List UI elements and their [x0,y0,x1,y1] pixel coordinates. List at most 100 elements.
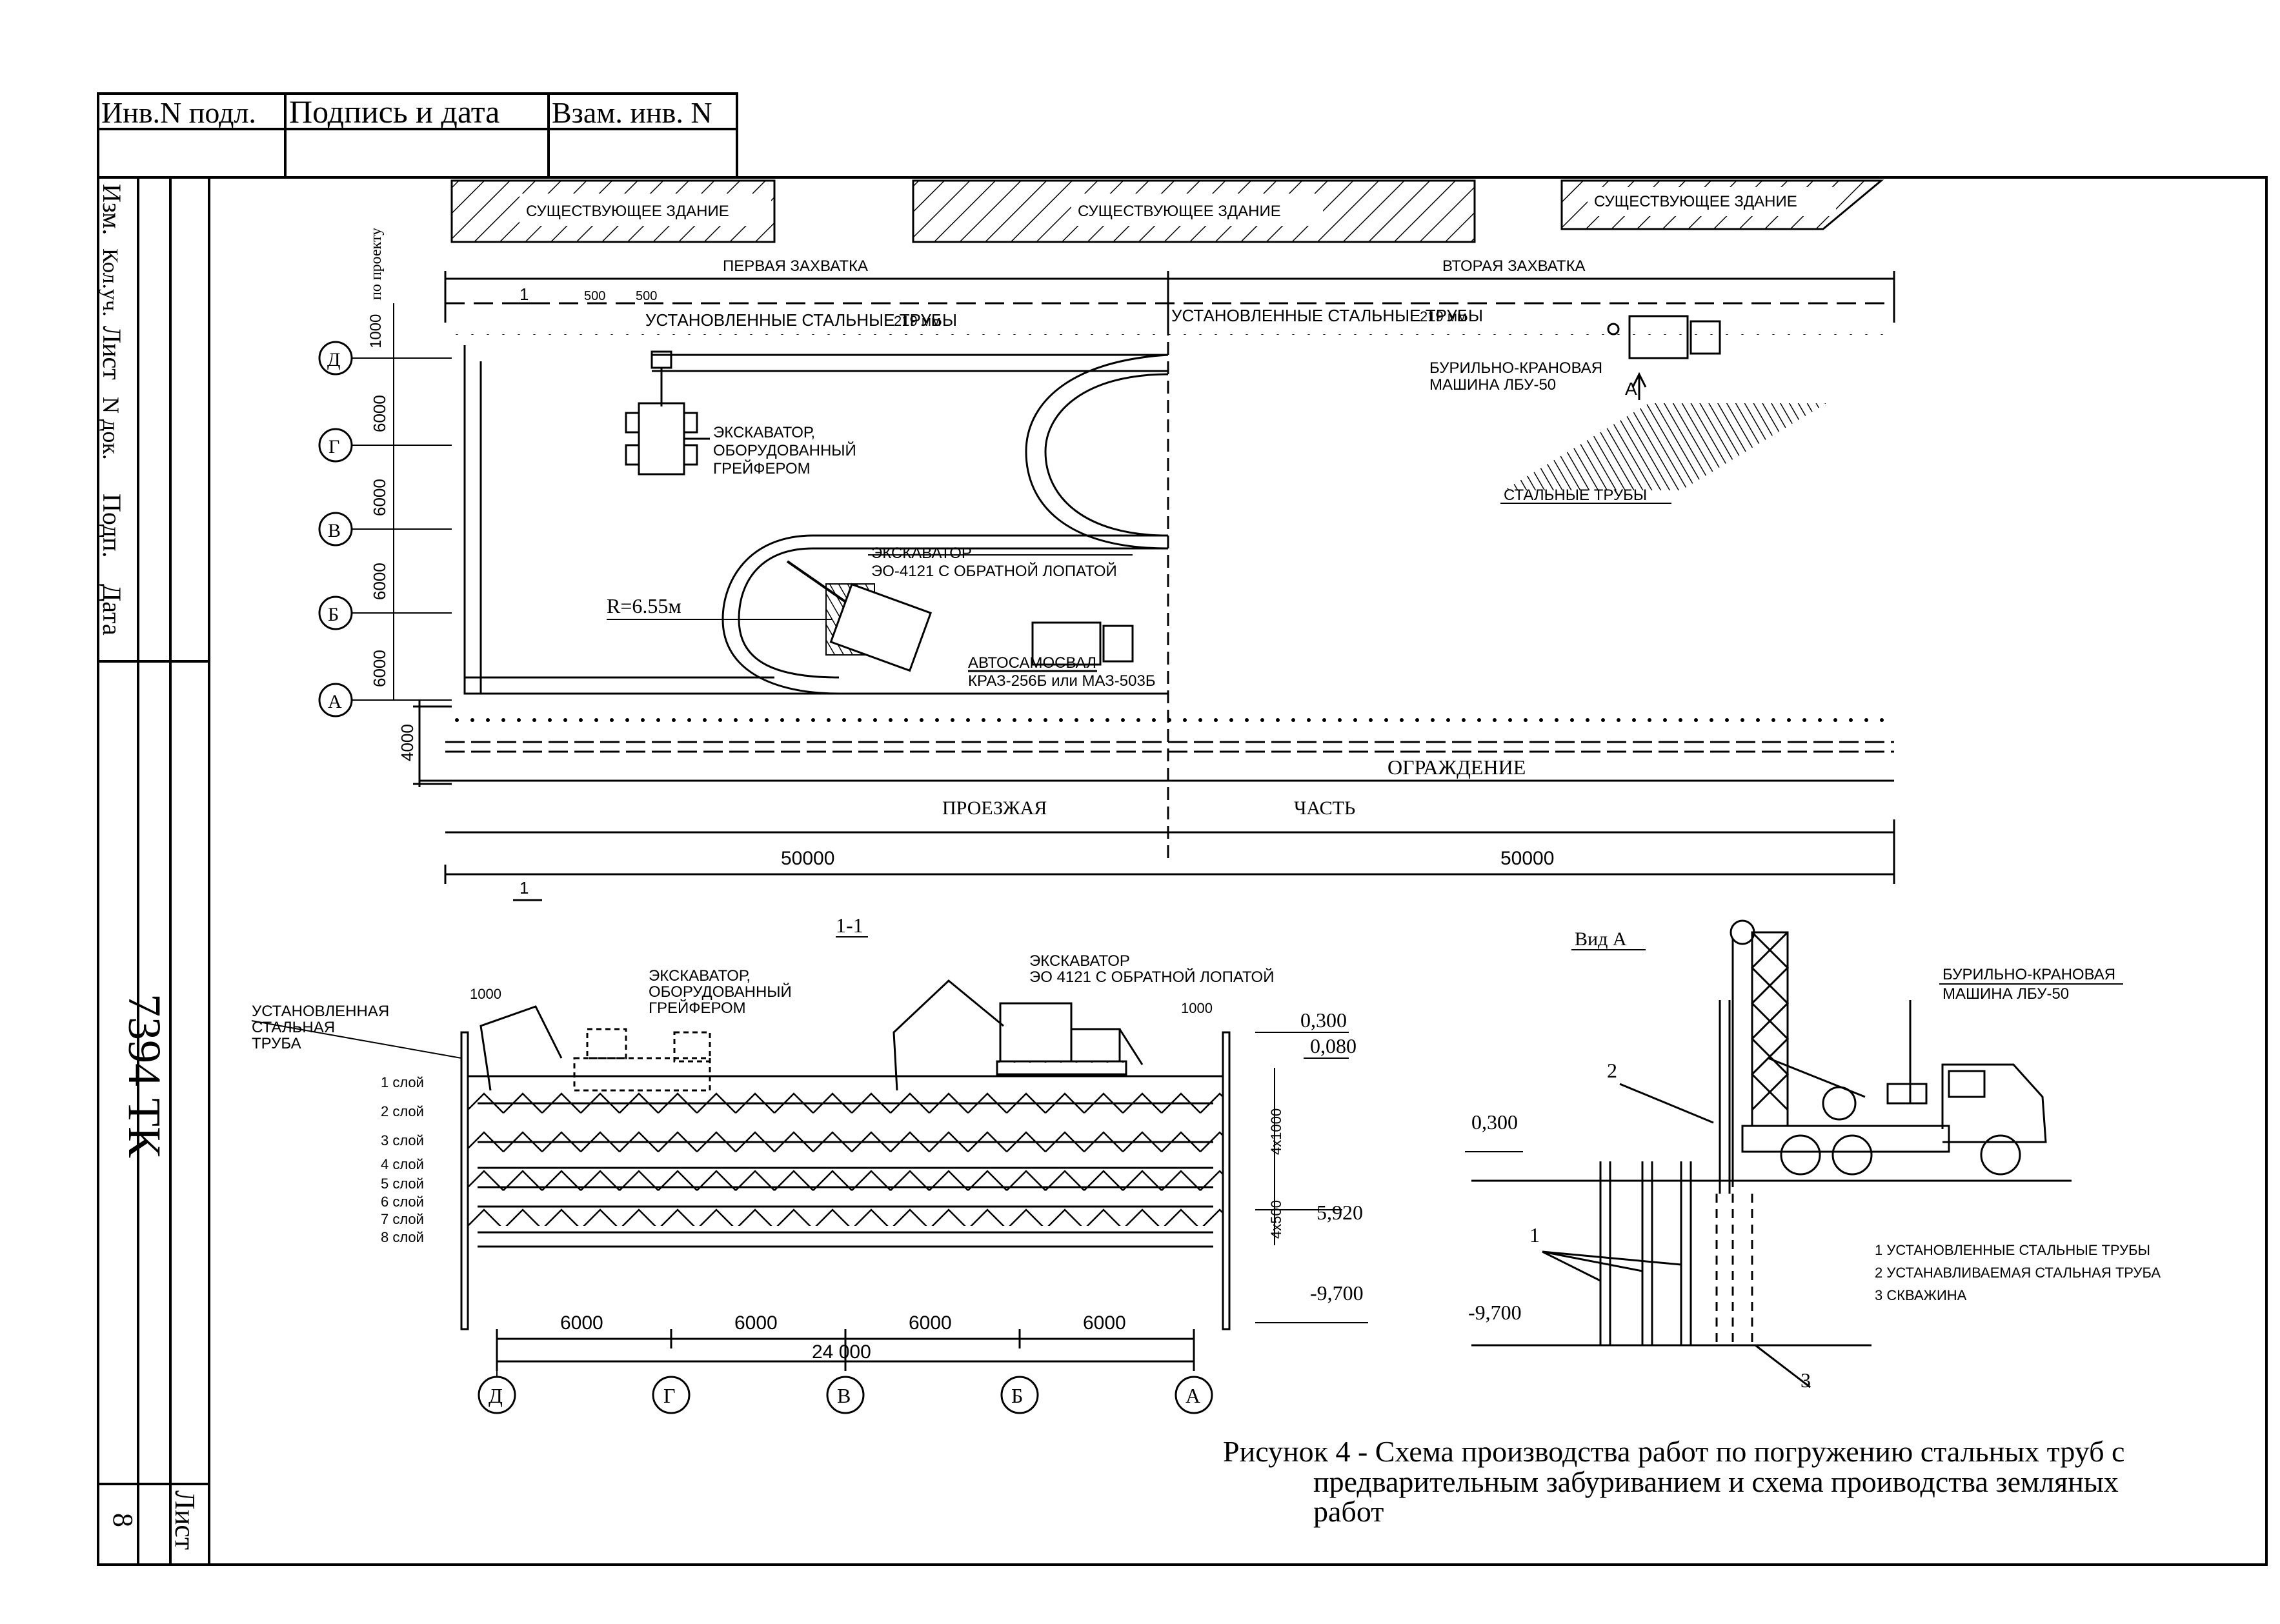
view-a-machine-label-2: МАШИНА ЛБУ-50 [1942,985,2069,1003]
section-layers: 1 слой 2 слой 3 слой 4 слой 5 слой 6 сло… [381,1074,424,1245]
layer-6: 6 слой [381,1194,424,1210]
side-label-ndok: N док. [98,397,124,460]
road-label-1: ПРОЕЗЖАЯ [942,797,1047,819]
installed-pipe-label-3: ТРУБА [252,1035,301,1052]
section-soil [460,1031,1231,1330]
stamp-cells: Инв.N подл. Подпись и дата Взам. инв. N [101,94,712,130]
stamp-side-labels: Изм. Кол.уч. Лист N док. Подп. Дата [97,184,126,636]
section-level-0080: 0,080 [1310,1034,1357,1058]
axis-label-v: В [328,520,341,541]
row-dim-4: 6000 [370,650,389,687]
caption-line-1: Рисунок 4 - Схема производства работ по … [1223,1435,2124,1468]
section-level-5920: 5,920 [1317,1201,1363,1224]
section-axis-g: Г [663,1384,676,1407]
section-level-0300: 0,300 [1300,1008,1347,1032]
excavator-backhoe-plan [607,554,1133,672]
pipe-diameter-1: 219 мм [894,313,941,329]
axis-label-g: Г [328,436,339,457]
layer-5: 5 слой [381,1176,424,1192]
existing-building-label-2: СУЩЕСТВУЮЩЕЕ ЗДАНИЕ [1078,203,1281,220]
drill-crane-elevation [1730,919,2047,1187]
v-dim-bottom: 4x500 [1268,1200,1284,1239]
row-dim-3: 6000 [370,563,389,600]
section-axis-a: А [1185,1384,1200,1407]
excavator-grab-label-3: ГРЕЙФЕРОМ [713,459,811,477]
section-axis-v: В [837,1384,851,1407]
view-a-mark: А [1625,379,1637,399]
span-2: 6000 [734,1312,778,1334]
view-a-callout-2: 2 [1607,1059,1617,1082]
view-a-title: Вид А [1575,928,1627,950]
drill-crane-label-1: БУРИЛЬНО-КРАНОВАЯ [1429,359,1602,377]
axis-label-a: А [328,691,342,712]
section-axis-d: Д [489,1384,503,1407]
first-stage-label: ПЕРВАЯ ЗАХВАТКА [723,257,868,275]
excavator-grab-plan [625,350,710,476]
section-excavator-grab-label-1: ЭКСКАВАТОР, [649,967,751,985]
section-excavator-backhoe-label-1: ЭКСКАВАТОР [1029,952,1130,970]
dim-500-a: 500 [584,289,605,303]
cut-mark-top: 1 [520,285,529,304]
section-dim-1000-right: 1000 [1181,1000,1213,1016]
dim-cut-top: 1 500 500 [513,285,657,305]
axis-markers-plan: Д Г В Б А 1000 по проекту 6000 6000 6000… [318,228,452,717]
by-project: по проекту [368,228,385,300]
view-a-level-9700: -9,700 [1468,1301,1522,1324]
stage-headers: ПЕРВАЯ ЗАХВАТКА ВТОРАЯ ЗАХВАТКА [444,257,1895,865]
excavation-pit [463,345,1169,695]
axis-label-d: Д [327,349,340,370]
section-excavators [479,979,1144,1092]
row-dim-1: 6000 [370,395,389,432]
section-excavator-grab-label-3: ГРЕЙФЕРОМ [649,999,746,1017]
side-label-podp: Подп. [97,494,126,558]
road-label-2: ЧАСТЬ [1294,797,1355,819]
legend-item-1: 1 УСТАНОВЛЕННЫЕ СТАЛЬНЫЕ ТРУБЫ [1875,1242,2150,1258]
side-label-data: Дата [97,584,126,636]
layer-8: 8 слой [381,1229,424,1245]
dim-right-50000: 50000 [1500,848,1554,869]
section-dimensions [496,1329,1195,1371]
existing-building-label-3: СУЩЕСТВУЮЩЕЕ ЗДАНИЕ [1594,193,1797,210]
excavator-backhoe-label-2: ЭО-4121 С ОБРАТНОЙ ЛОПАТОЙ [871,562,1117,580]
dim-left-50000: 50000 [781,848,834,869]
section-levels [1255,1032,1368,1323]
radius-label: R=6.55м [607,594,681,617]
dim-4000: 4000 [398,724,417,761]
drill-crane-label-2: МАШИНА ЛБУ-50 [1429,376,1556,394]
excavator-grab-label-1: ЭКСКАВАТОР, [713,424,815,441]
view-a-callout-1: 1 [1529,1223,1540,1247]
span-total: 24 000 [812,1341,871,1363]
dump-truck-plan [968,621,1134,672]
sheet-number: 8 [107,1513,139,1527]
installed-pipes-label-1: УСТАНОВЛЕННЫЕ СТАЛЬНЫЕ ТРУБЫ [645,310,957,330]
view-a-ground [1471,1000,2072,1388]
fence-and-road [413,700,1895,884]
doc-code: 7394 ТК [119,994,170,1158]
pipe-diameter-2: 219 мм [1420,308,1467,325]
dim-1000-plan: 1000 [367,314,385,348]
layer-1: 1 слой [381,1074,424,1090]
span-3: 6000 [909,1312,952,1334]
legend-item-2: 2 УСТАНАВЛИВАЕМАЯ СТАЛЬНАЯ ТРУБА [1875,1265,2161,1281]
caption-line-2: предварительным забуриванием и схема про… [1313,1465,2119,1498]
section-axis-b: Б [1011,1384,1023,1407]
stamp-cell-replace: Взам. инв. N [552,96,712,129]
section-axis-markers: Д Г В Б А [478,1371,1213,1414]
side-label-izm: Изм. [97,184,126,235]
stamp-cell-sign: Подпись и дата [289,94,499,130]
steel-pipes-stack [1500,403,1826,504]
installed-pipes-label-2: УСТАНОВЛЕННЫЕ СТАЛЬНЫЕ ТРУБЫ [1171,306,1483,325]
dim-500-b: 500 [636,289,657,303]
dump-truck-label-2: КРАЗ-256Б или МАЗ-503Б [968,672,1156,690]
span-4: 6000 [1083,1312,1126,1334]
fence-label: ОГРАЖДЕНИЕ [1387,756,1526,779]
installed-pipe-label-1: УСТАНОВЛЕННАЯ [252,1003,389,1020]
side-label-list: Лист [97,326,126,380]
axis-label-b: Б [328,604,339,625]
frame [97,92,2268,1566]
section-title: 1-1 [836,914,863,937]
side-label-kol: Кол.уч. [98,248,122,317]
section-level-9700: -9,700 [1310,1281,1364,1305]
layer-3: 3 слой [381,1132,424,1148]
layer-2: 2 слой [381,1103,424,1119]
